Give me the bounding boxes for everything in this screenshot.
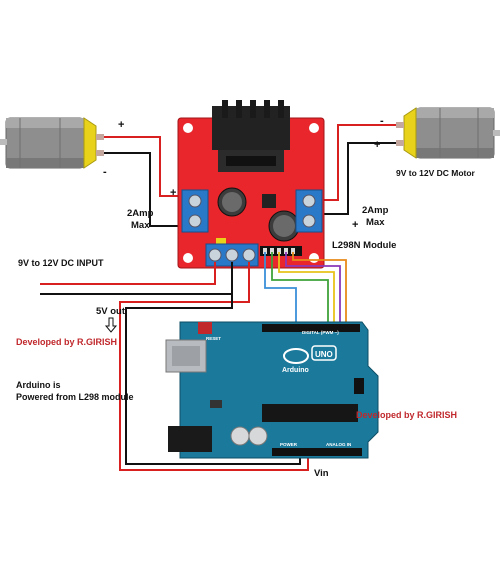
motor-wires [104,124,396,227]
out4-plus: + [352,219,358,231]
down-arrow-icon [104,317,118,333]
developer-credit-right: Developed by R.GIRISH [356,410,457,420]
dc-input-label: 9V to 12V DC INPUT [18,258,104,268]
arduino-power-note-2: Powered from L298 module [16,392,134,402]
power-header-label: POWER [280,442,298,447]
right-amp-label-2: Max [366,217,385,228]
developer-credit-left: Developed by R.GIRISH [16,337,117,347]
left-amp-label-1: 2Amp [127,208,154,219]
motor-voltage-label: 9V to 12V DC Motor [396,168,476,178]
out1-plus: + [170,187,176,199]
right-motor [396,107,500,159]
l298n-driver-board [177,100,325,269]
uno-logo-text: UNO [315,350,333,359]
power-wires [40,262,309,471]
five-v-out-label: 5V out [96,306,126,317]
left-motor [0,117,104,169]
arduino-logo-text: Arduino [282,367,309,374]
vin-label: Vin [314,468,329,479]
signal-wires [264,252,347,326]
arduino-uno-board [165,321,379,459]
module-name-label: L298N Module [332,240,396,251]
digital-header-label: DIGITAL (PWM ~) [302,330,339,335]
analog-header-label: ANALOG IN [326,442,351,447]
reset-label: RESET [206,336,221,341]
right-amp-label-1: 2Amp [362,205,389,216]
arduino-power-note-1: Arduino is [16,380,61,390]
right-motor-minus: - [380,115,384,127]
right-motor-plus: + [374,139,380,151]
left-amp-label-2: Max [131,220,150,231]
left-motor-minus: - [103,166,107,178]
left-motor-plus: + [118,119,124,131]
